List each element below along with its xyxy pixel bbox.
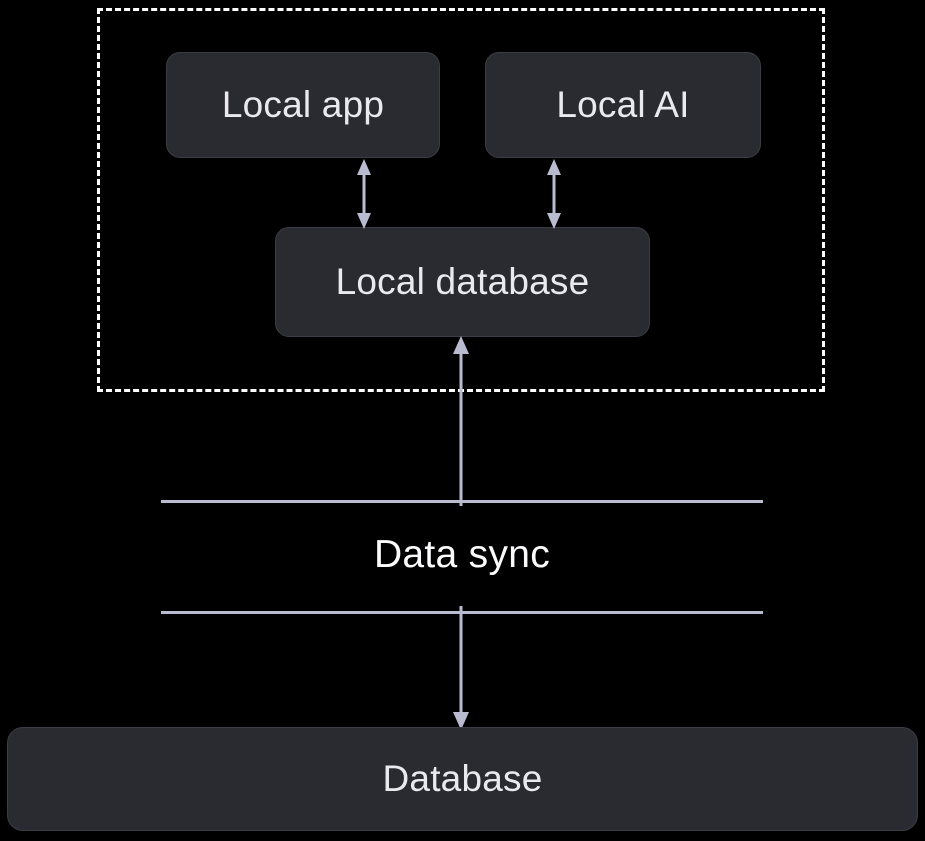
arrow-down-icon-to-database — [453, 606, 469, 730]
node-local-database[interactable]: Local database — [275, 227, 650, 337]
node-database[interactable]: Database — [7, 727, 918, 831]
data-sync-rule-bottom — [161, 611, 763, 614]
node-local-database-label: Local database — [335, 261, 590, 302]
node-local-ai[interactable]: Local AI — [485, 52, 761, 158]
node-local-app-label: Local app — [221, 84, 385, 125]
node-local-app[interactable]: Local app — [166, 52, 440, 158]
node-local-ai-label: Local AI — [556, 84, 690, 125]
data-sync-label: Data sync — [373, 533, 551, 576]
node-database-label: Database — [382, 758, 543, 799]
data-sync-rule-top — [161, 500, 763, 503]
